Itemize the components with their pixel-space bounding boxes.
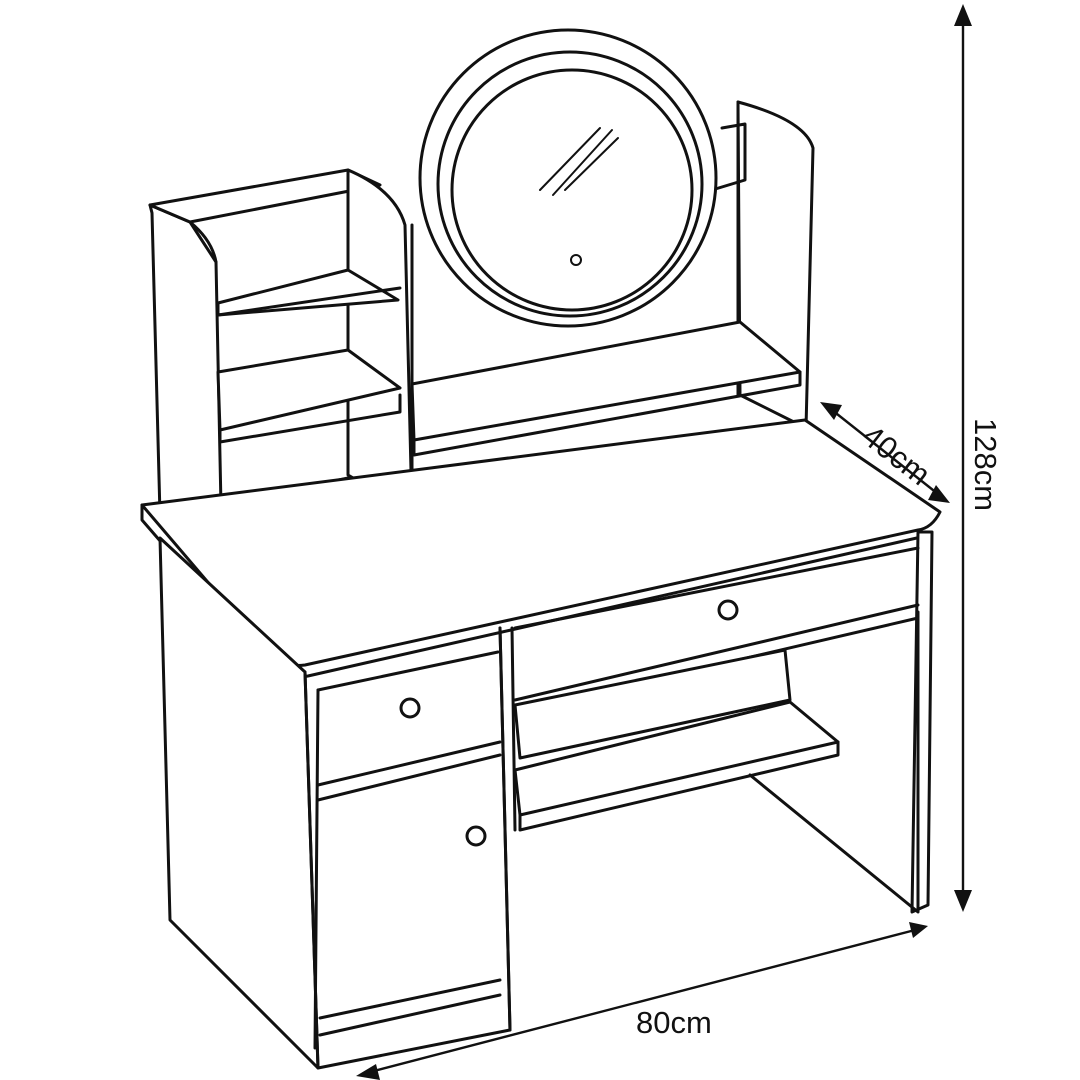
cabinet-door-knob-icon [465,825,487,847]
round-mirror [418,28,718,328]
long-drawer-knob-icon [717,599,739,621]
mirror-touch-button-icon [570,254,582,266]
left-shelf-unit [148,168,414,557]
cabinet-door [318,825,502,1037]
width-dimension: 80cm [356,922,928,1080]
height-dimension: 128cm [954,4,1003,912]
height-label: 128cm [968,418,1003,511]
left-drawer [316,650,502,802]
left-drawer-knob-icon [399,697,421,719]
sliding-shelf [513,648,840,832]
desk-body [140,418,942,1070]
width-label: 80cm [636,1005,712,1040]
